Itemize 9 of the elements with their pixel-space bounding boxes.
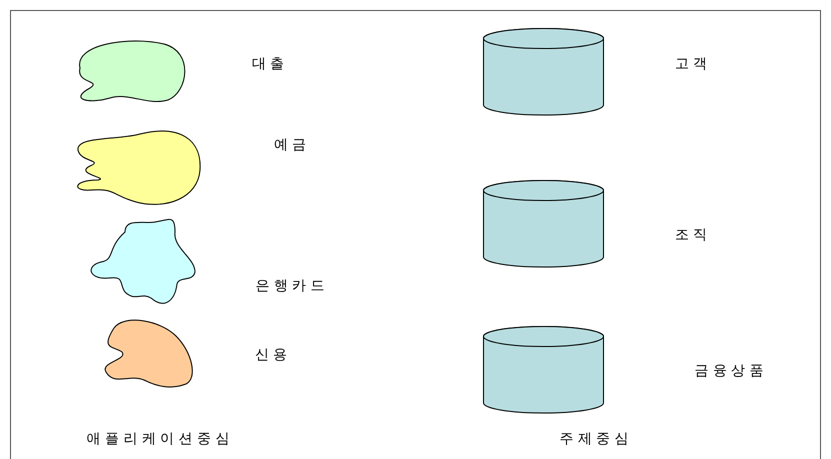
- column-caption: 주 제 중 심: [559, 430, 629, 448]
- shape-label: 신 용: [254, 346, 288, 364]
- shape-label: 고 객: [674, 55, 708, 73]
- shape-label: 조 직: [674, 226, 708, 244]
- shape-label: 대 출: [252, 55, 284, 73]
- shape-label: 금 융 상 품: [694, 362, 764, 380]
- shape-label: 은 행 카 드: [255, 277, 325, 295]
- column-caption: 애 플 리 케 이 션 중 심: [86, 430, 230, 448]
- shape-label: 예 금: [274, 136, 306, 154]
